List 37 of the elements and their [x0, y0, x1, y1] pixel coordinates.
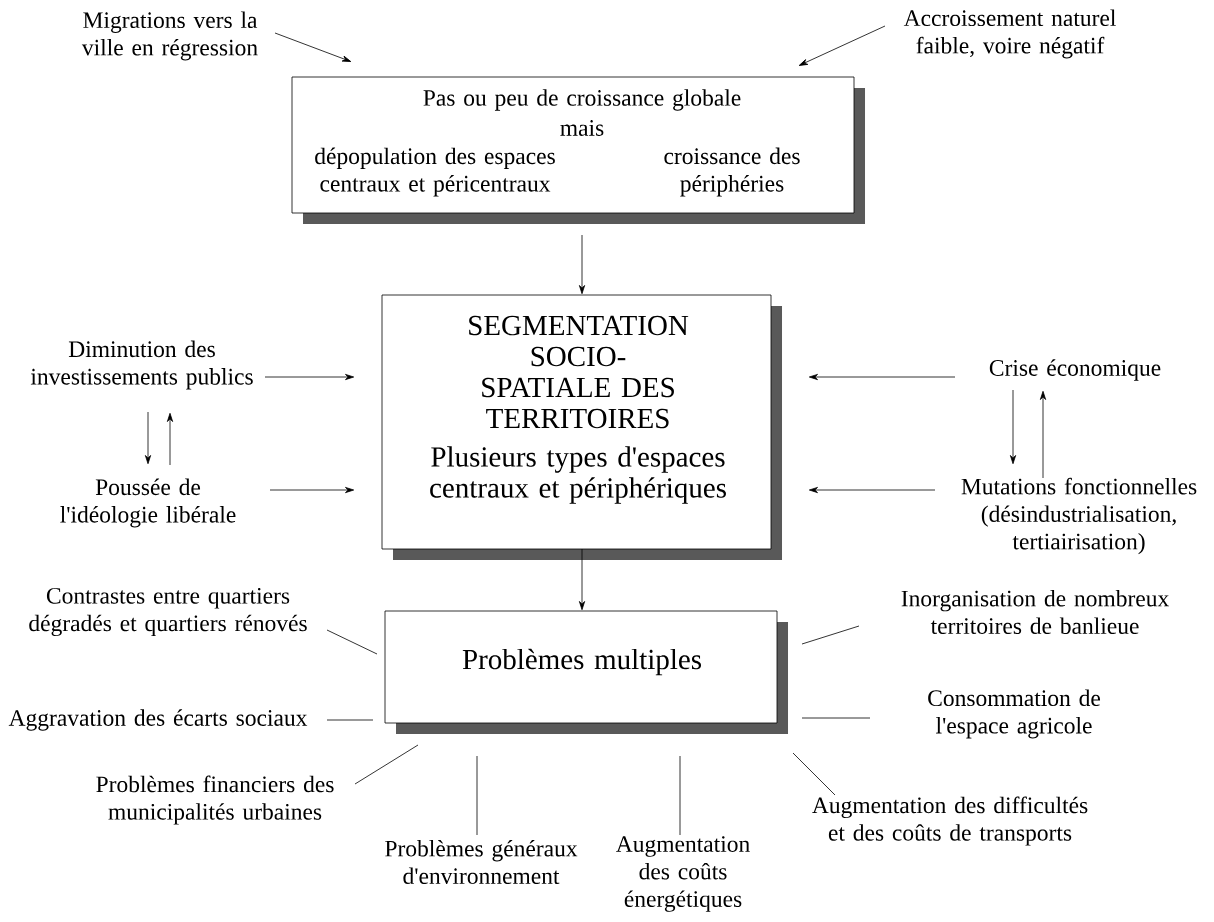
text-label: Accroissement naturel faible, voire négatif: [903, 9, 1116, 59]
arrow: [274, 32, 352, 62]
leader-line: [801, 625, 860, 645]
text-label: Augmentation des coûts énergétiques: [616, 836, 750, 912]
process-box: Pas ou peu de croissance globale mais dépopulation des espaces centraux et péricentraux croissance des périphéries: [291, 76, 865, 224]
text-label: Augmentation des difficultés et des coûts de transports: [812, 796, 1088, 846]
leader-line: [801, 717, 871, 719]
text-label: Crise économique: [989, 359, 1161, 381]
arrow: [269, 487, 355, 494]
leader-line: [476, 755, 478, 836]
arrow: [808, 487, 936, 494]
arrow: [579, 548, 586, 611]
arrow: [798, 25, 886, 66]
text-label: Aggravation des écarts sociaux: [8, 709, 308, 731]
text-label: Inorganisation de nombreux territoires de banlieue: [901, 590, 1169, 635]
arrow: [144, 411, 152, 465]
arrow: [579, 234, 586, 295]
arrow: [808, 374, 956, 381]
text-label: Problèmes généraux d'environnement: [385, 839, 578, 885]
arrow: [1010, 389, 1017, 465]
leader-line: [354, 744, 419, 785]
text-label: Mutations fonctionnelles (désindustrialisation, tertiairisation): [961, 477, 1197, 555]
arrow: [1040, 390, 1047, 479]
process-box: Problèmes multiples: [384, 610, 788, 734]
process-box: SEGMENTATION SOCIO-SPATIALE DES TERRITOIRES Plusieurs types d'espaces centraux et périphériques: [381, 294, 782, 560]
leader-line: [679, 755, 681, 836]
arrow: [167, 412, 174, 466]
text-label: Poussée de l'idéologie libérale: [60, 478, 236, 528]
text-label: Diminution des investissements publics: [30, 340, 253, 390]
text-label: Migrations vers la ville en régression: [81, 11, 258, 61]
text-label: Consommation de l'espace agricole: [928, 689, 1100, 739]
text-label: Problèmes financiers des municipalités urbaines: [96, 775, 334, 825]
leader-line: [326, 719, 374, 721]
arrow: [264, 374, 355, 381]
leader-line: [326, 629, 378, 655]
leader-line: [792, 752, 836, 796]
text-label: Contrastes entre quartiers dégradés et quartiers rénovés: [29, 587, 307, 637]
